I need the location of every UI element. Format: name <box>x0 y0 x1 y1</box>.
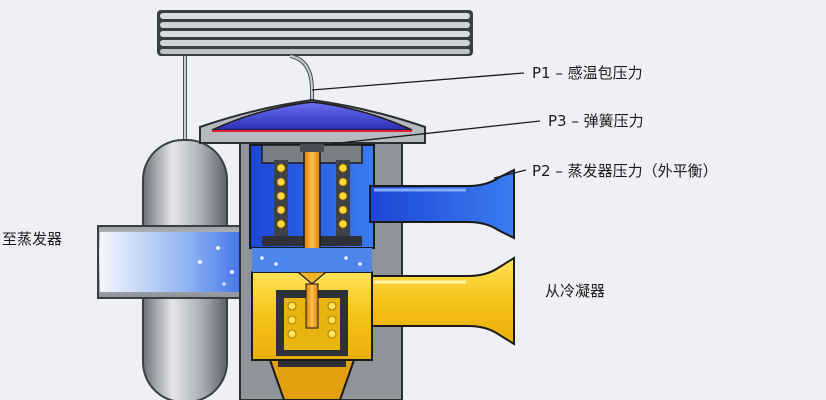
label-p2-evaporator-pressure: P2 – 蒸发器压力（外平衡） <box>532 162 718 180</box>
external-equalizer-pipe <box>369 168 515 240</box>
label-p3-spring-pressure: P3 – 弹簧压力 <box>548 112 644 130</box>
label-from-condenser: 从冷凝器 <box>545 282 606 300</box>
diaphragm <box>211 101 413 132</box>
condenser-inlet-pipe <box>369 256 515 346</box>
sensing-bulb-coil <box>157 10 473 56</box>
label-to-evaporator: 至蒸发器 <box>2 230 63 248</box>
refrigerant-flow <box>252 248 372 272</box>
leader-lines <box>311 72 541 179</box>
evaporator-outlet-pipe <box>97 139 260 400</box>
label-p1-bulb-pressure: P1 – 感温包压力 <box>532 64 643 82</box>
valve-stem <box>296 144 328 329</box>
